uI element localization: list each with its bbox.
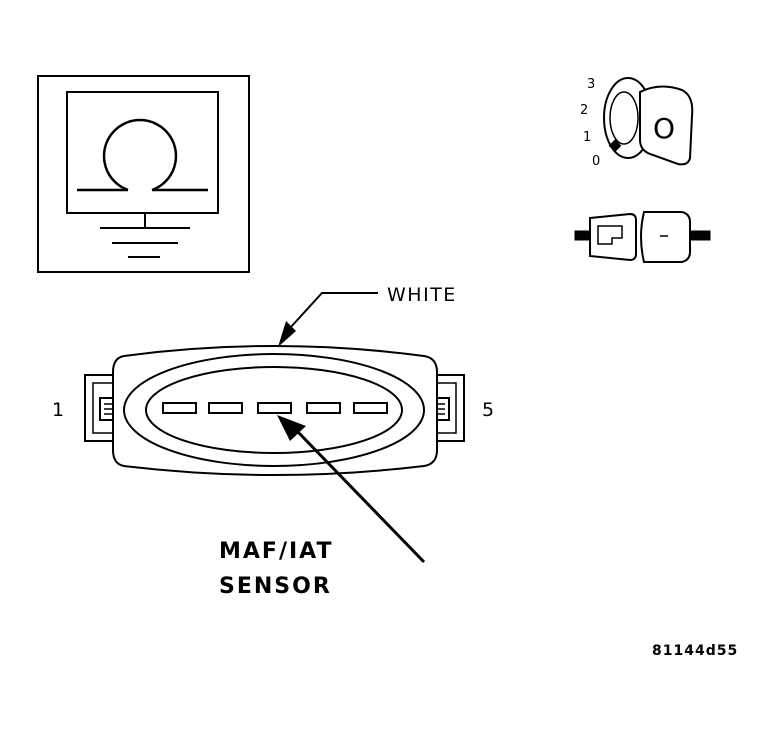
pin-slot-1 xyxy=(162,402,197,414)
key-off-mark: O xyxy=(653,112,675,145)
pin-slot-2 xyxy=(208,402,243,414)
pin-slot-4 xyxy=(306,402,341,414)
sensor-name-line1: MAF/IAT xyxy=(219,539,334,564)
ignition-key-off-icon: 3 2 1 0 O xyxy=(580,77,694,169)
sensor-name-line2: SENSOR xyxy=(219,574,332,599)
connector-face xyxy=(84,345,465,476)
figure-id: 81144d55 xyxy=(652,643,738,659)
wire-leader-line xyxy=(289,292,378,329)
pin-slot-3 xyxy=(257,402,292,414)
ignition-position-0: 0 xyxy=(592,154,600,169)
ignition-position-3: 3 xyxy=(587,77,595,92)
disconnected-connector-icon xyxy=(574,211,711,263)
pin-slot-5 xyxy=(353,402,388,414)
wire-arrowhead xyxy=(278,321,296,347)
pin-label-5: 5 xyxy=(482,399,494,421)
ignition-position-2: 2 xyxy=(580,103,588,118)
wire-color-callout: WHITE xyxy=(278,284,457,347)
wire-color-label: WHITE xyxy=(387,284,457,306)
ignition-position-1: 1 xyxy=(583,130,591,145)
pin-label-1: 1 xyxy=(52,399,64,421)
ohmmeter-ground-icon xyxy=(37,75,250,273)
sensor-callout-arrow xyxy=(277,415,426,564)
